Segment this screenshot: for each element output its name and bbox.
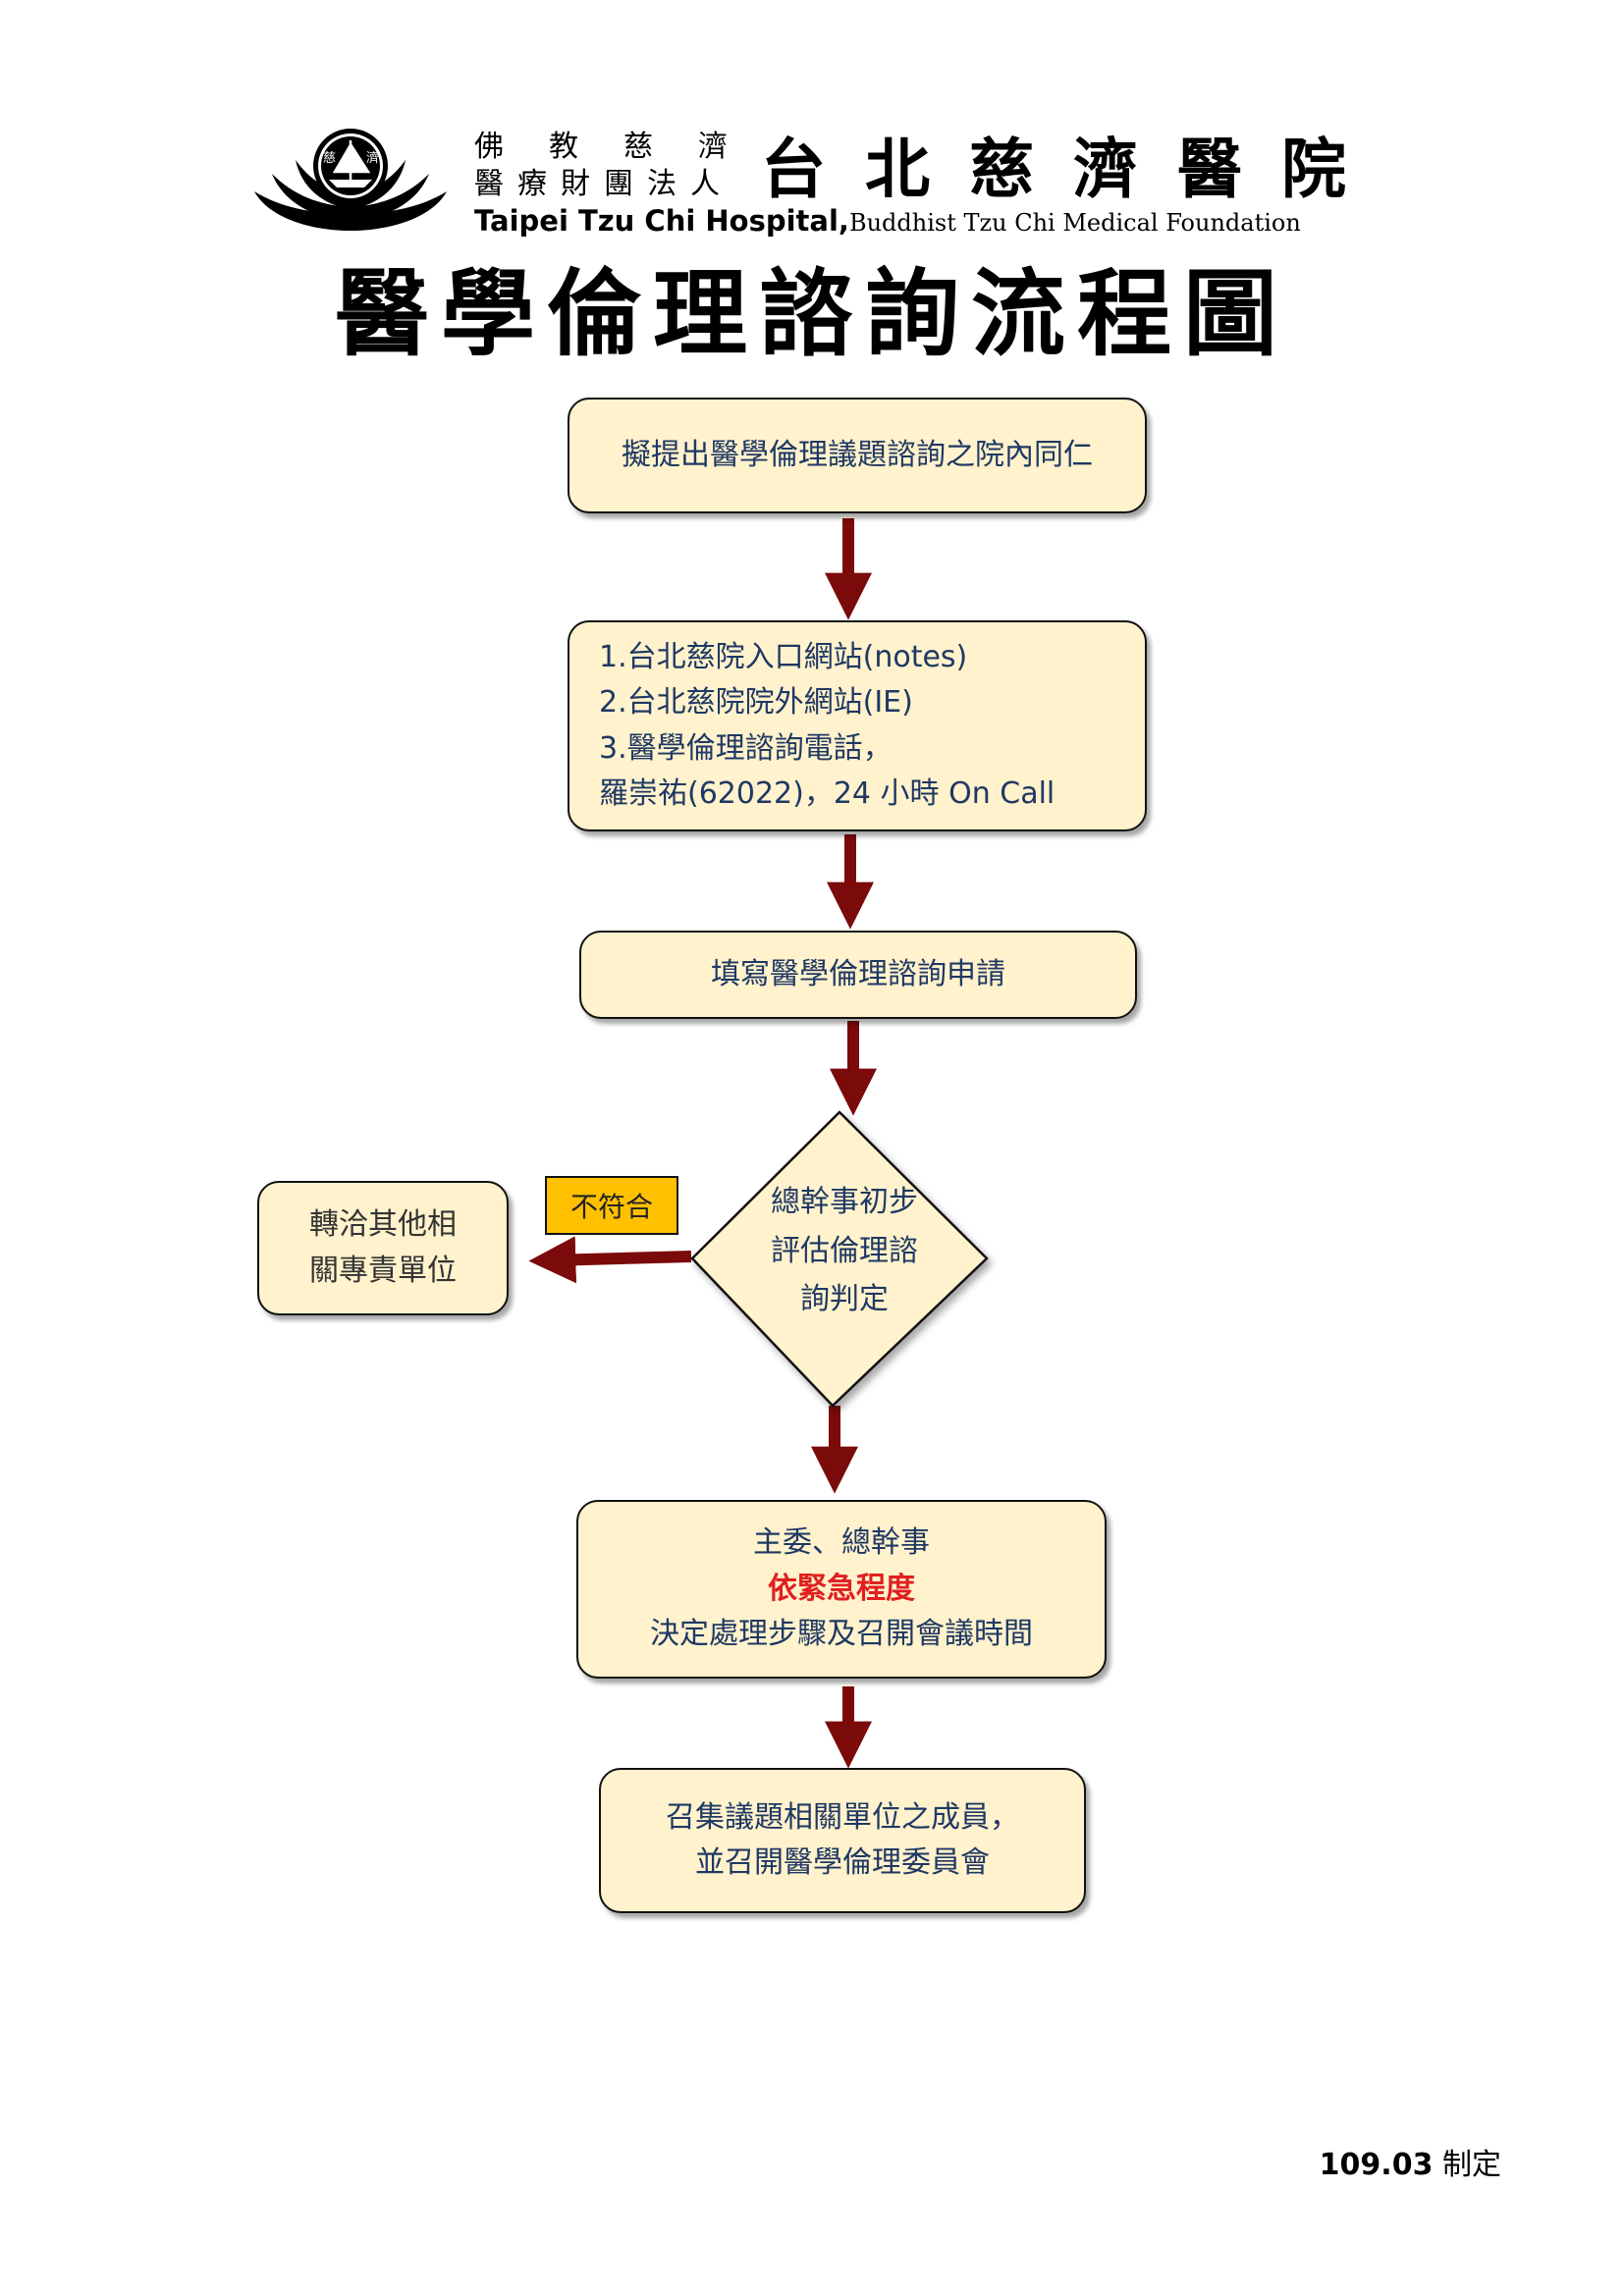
step-convene-committee: 召集議題相關單位之成員， 並召開醫學倫理委員會 — [599, 1768, 1086, 1913]
reject-badge: 不符合 — [545, 1176, 678, 1235]
step-decision-by-chair: 主委、總幹事 依緊急程度 決定處理步驟及召開會議時間 — [576, 1500, 1107, 1679]
convene-line: 召集議題相關單位之成員， — [666, 1799, 1019, 1835]
step-application-text: 填寫醫學倫理諮詢申請 — [711, 956, 1005, 991]
decision-line: 評估倫理諮 — [771, 1233, 918, 1268]
step-application: 填寫醫學倫理諮詢申請 — [579, 931, 1137, 1019]
decision-line: 總幹事初步 — [771, 1185, 918, 1219]
step-submitter-text: 擬提出醫學倫理議題諮詢之院內同仁 — [622, 437, 1093, 472]
refer-line: 關專責單位 — [309, 1253, 457, 1288]
arrow-decision-to-reject — [528, 1236, 692, 1284]
revision-note: 109.03 制定 — [1320, 2140, 1501, 2183]
refer-text: 轉洽其他相 關專責單位 — [309, 1202, 457, 1294]
convene-text: 召集議題相關單位之成員， 並召開醫學倫理委員會 — [666, 1795, 1019, 1887]
chair-text: 主委、總幹事 依緊急程度 決定處理步驟及召開會議時間 — [650, 1521, 1033, 1658]
step-refer-other-unit: 轉洽其他相 關專責單位 — [257, 1181, 509, 1315]
hospital-name: 台北慈濟醫院 — [761, 131, 1385, 207]
channel-list: 1.台北慈院入口網站(notes) 2.台北慈院院外網站(IE) 3.醫學倫理諮… — [599, 635, 1055, 818]
channel-item: 羅崇祐(62022)，24 小時 On Call — [599, 776, 1056, 811]
refer-line: 轉洽其他相 — [309, 1207, 457, 1242]
revision-code: 109.03 — [1319, 2148, 1434, 2182]
hospital-english-line: Taipei Tzu Chi Hospital,Buddhist Tzu Chi… — [474, 207, 1301, 236]
step-channels: 1.台北慈院入口網站(notes) 2.台北慈院院外網站(IE) 3.醫學倫理諮… — [568, 620, 1147, 831]
reject-badge-label: 不符合 — [569, 1191, 653, 1223]
step-submitter: 擬提出醫學倫理議題諮詢之院內同仁 — [568, 398, 1147, 513]
tzu-chi-lotus-logo: 慈 濟 — [254, 129, 447, 231]
logo-left-glyph: 慈 — [323, 151, 336, 166]
foundation-name-en: Buddhist Tzu Chi Medical Foundation — [848, 209, 1301, 237]
decision-line: 詢判定 — [800, 1282, 889, 1316]
page-title: 醫學倫理諮詢流程圖 — [335, 258, 1289, 369]
convene-line: 並召開醫學倫理委員會 — [695, 1845, 990, 1880]
decision-diamond — [690, 1110, 989, 1408]
channel-item: 1.台北慈院入口網站(notes) — [599, 639, 968, 674]
chair-line: 決定處理步驟及召開會議時間 — [650, 1617, 1033, 1652]
revision-label: 制定 — [1433, 2148, 1501, 2182]
hospital-name-en: Taipei Tzu Chi Hospital, — [474, 204, 849, 238]
logo-right-glyph: 濟 — [366, 150, 379, 166]
decision-text: 總幹事初步 評估倫理諮 詢判定 — [727, 1178, 962, 1324]
channel-item: 2.台北慈院院外網站(IE) — [599, 685, 913, 720]
channel-item: 3.醫學倫理諮詢電話， — [599, 730, 893, 766]
chair-line: 主委、總幹事 — [753, 1525, 930, 1561]
foundation-name-line-1: 佛教慈濟 — [474, 130, 773, 164]
urgency-line: 依緊急程度 — [768, 1571, 915, 1606]
letterhead: 慈 濟 佛教慈濟 醫療財團法人 台北慈濟醫院 Taipei Tzu Chi Ho… — [250, 123, 1370, 240]
foundation-name-line-2: 醫療財團法人 — [474, 167, 733, 201]
